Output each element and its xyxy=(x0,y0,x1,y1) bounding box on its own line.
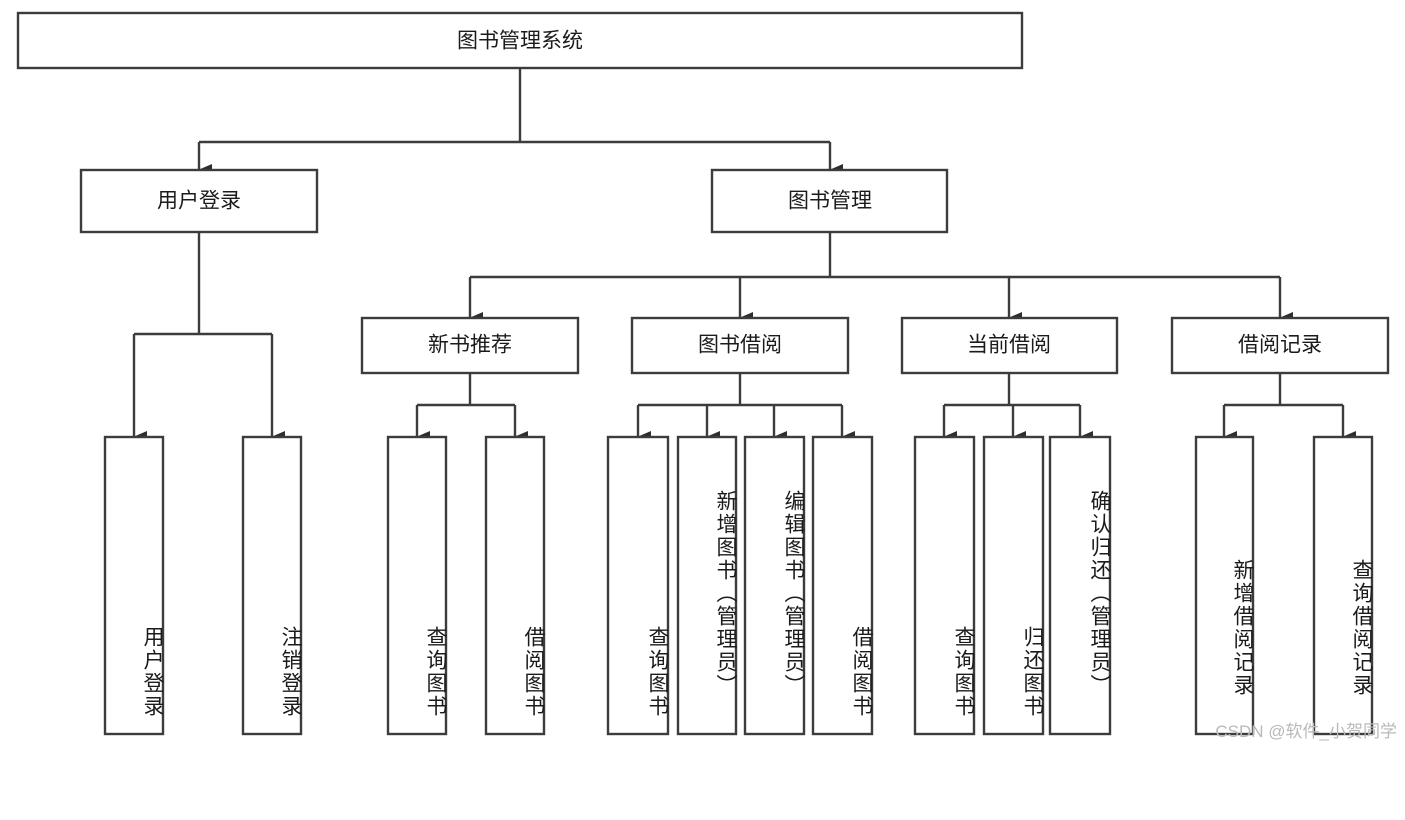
node-book-manage-label: 图书管理 xyxy=(788,190,872,213)
leaf-box-edit-book-admin[interactable] xyxy=(743,435,806,736)
node-book-borrow-label: 图书借阅 xyxy=(698,334,782,357)
node-root-box[interactable] xyxy=(16,11,1024,70)
node-new-book-recommend[interactable]: 新书推荐 xyxy=(360,316,580,375)
node-current-borrow[interactable]: 当前借阅 xyxy=(900,316,1119,375)
node-borrow-record-label: 借阅记录 xyxy=(1238,334,1322,357)
leaf-box-add-book-admin[interactable] xyxy=(676,435,738,736)
leaf-box-borrow-book-nb[interactable] xyxy=(484,435,546,736)
node-book-borrow[interactable]: 图书借阅 xyxy=(630,316,850,375)
node-borrow-record-box[interactable] xyxy=(1170,316,1390,375)
csdn-watermark: CSDN @软件_小贺同学 xyxy=(1215,722,1397,741)
node-book-manage-box[interactable] xyxy=(710,168,949,234)
leaf-boxes xyxy=(103,435,1374,736)
node-root-label: 图书管理系统 xyxy=(457,30,583,53)
node-root[interactable]: 图书管理系统 xyxy=(16,11,1024,70)
node-current-borrow-box[interactable] xyxy=(900,316,1119,375)
leaf-box-user-login[interactable] xyxy=(103,435,165,736)
node-borrow-record[interactable]: 借阅记录 xyxy=(1170,316,1390,375)
leaf-box-query-book-cb[interactable] xyxy=(913,435,976,736)
flowchart-svg: 图书管理系统 用户登录 图书管理 新书推荐 图书借阅 当前借阅 借阅记录 xyxy=(16,11,1390,736)
node-book-manage[interactable]: 图书管理 xyxy=(710,168,949,234)
leaf-box-query-borrow-record[interactable] xyxy=(1312,435,1374,736)
leaf-box-borrow-book-bb[interactable] xyxy=(811,435,874,736)
connector-group xyxy=(132,68,1356,443)
node-book-borrow-box[interactable] xyxy=(630,316,850,375)
leaf-box-add-borrow-record[interactable] xyxy=(1194,435,1255,736)
node-user-login[interactable]: 用户登录 xyxy=(79,168,319,234)
leaf-box-confirm-return[interactable] xyxy=(1048,435,1112,736)
leaf-box-query-book-nb[interactable] xyxy=(386,435,448,736)
node-current-borrow-label: 当前借阅 xyxy=(967,334,1051,357)
flowchart-canvas: 图书管理系统 用户登录 图书管理 新书推荐 图书借阅 当前借阅 借阅记录 xyxy=(16,11,1397,741)
node-user-login-label: 用户登录 xyxy=(157,190,241,213)
leaf-box-logout[interactable] xyxy=(241,435,303,736)
node-user-login-box[interactable] xyxy=(79,168,319,234)
node-new-book-recommend-label: 新书推荐 xyxy=(428,334,512,357)
node-new-book-recommend-box[interactable] xyxy=(360,316,580,375)
leaf-box-query-book-bb[interactable] xyxy=(606,435,670,736)
leaf-box-return-book[interactable] xyxy=(982,435,1045,736)
